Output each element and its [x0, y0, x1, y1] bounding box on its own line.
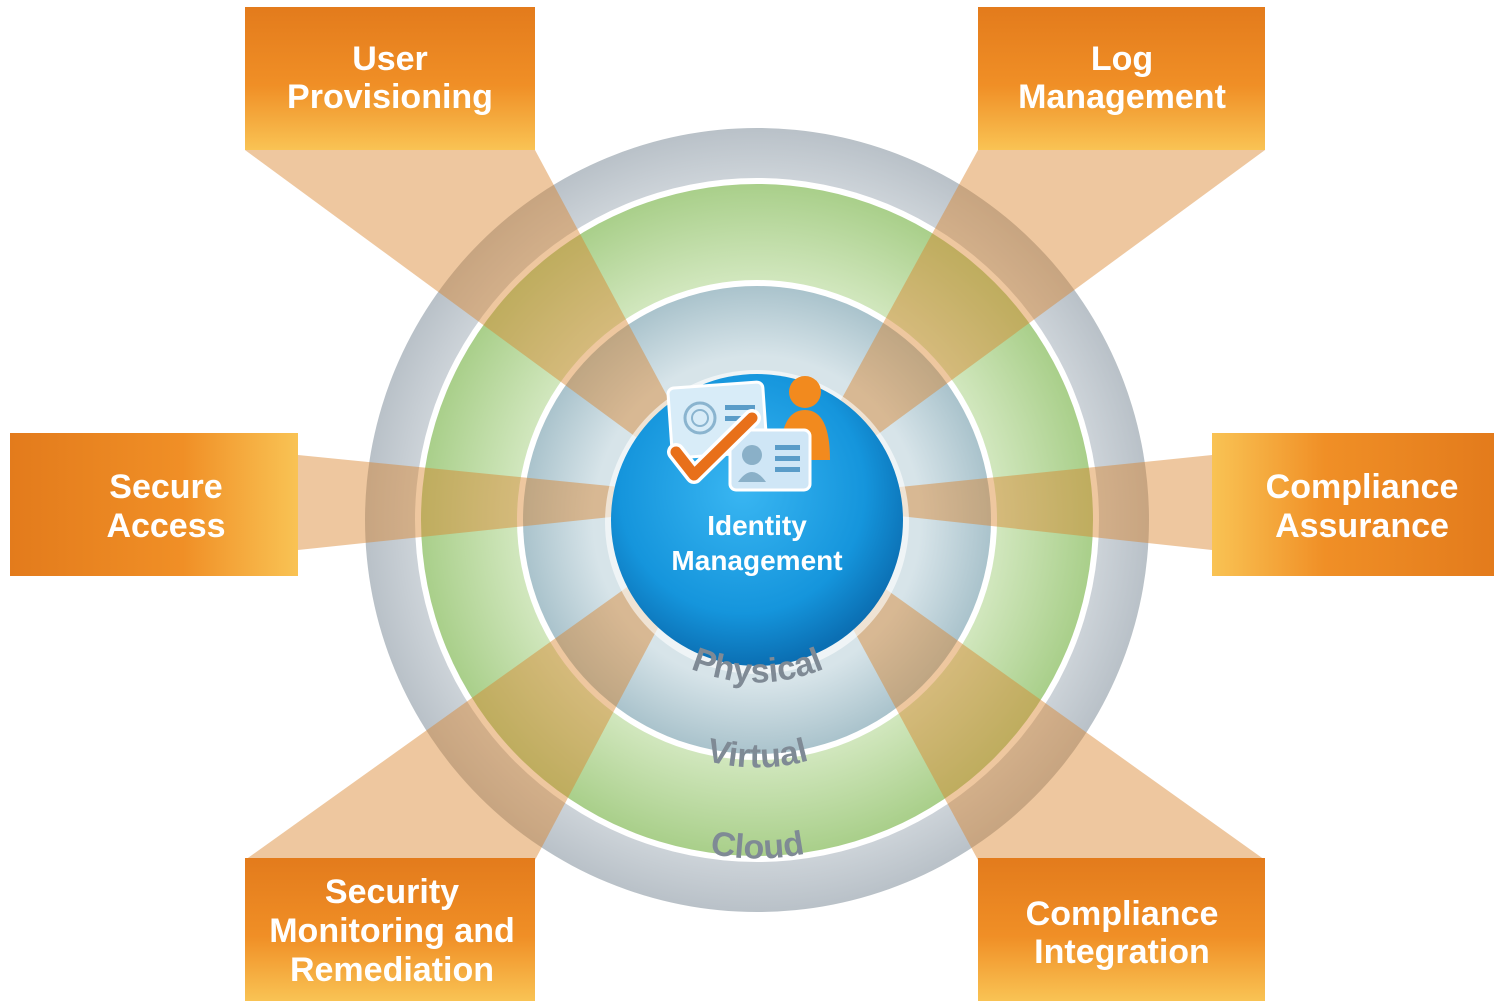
- connector-beams: [245, 150, 1265, 860]
- tile-label: Log: [1091, 40, 1153, 78]
- tile-log-management: Log Management: [978, 7, 1265, 150]
- tile-label: Integration: [1034, 933, 1210, 971]
- center-title-line1: Identity: [707, 510, 807, 541]
- beam-log-management: [830, 150, 1265, 440]
- tile-label: Compliance: [1266, 468, 1459, 506]
- tile-secure-access: Secure Access: [10, 433, 298, 576]
- tile-label: Monitoring and: [269, 912, 515, 950]
- beam-user-provisioning: [245, 150, 680, 440]
- beam-secure-access: [298, 455, 630, 550]
- tile-label: Assurance: [1275, 507, 1449, 545]
- tile-label: Provisioning: [287, 78, 493, 116]
- center-title-line2: Management: [671, 545, 842, 576]
- tile-label: Secure: [109, 468, 222, 506]
- tile-compliance-integration: Compliance Integration: [978, 858, 1265, 1001]
- ring-label-cloud: Cloud: [708, 824, 806, 866]
- beam-compliance-assurance: [890, 455, 1212, 550]
- tile-label: Compliance: [1026, 895, 1219, 933]
- tile-label: User: [352, 40, 428, 78]
- tile-security-monitoring: Security Monitoring and Remediation: [245, 858, 535, 1001]
- tile-user-provisioning: User Provisioning: [245, 7, 535, 150]
- tile-label: Security: [325, 873, 459, 911]
- identity-badge-check-icon: [666, 376, 830, 492]
- ring-label-virtual: Virtual: [704, 731, 812, 775]
- beam-compliance-integration: [840, 585, 1265, 860]
- tile-label: Access: [106, 507, 225, 545]
- tile-label: Remediation: [290, 951, 494, 989]
- tile-compliance-assurance: Compliance Assurance: [1212, 433, 1494, 576]
- beam-security-monitoring: [245, 585, 670, 860]
- tile-label: Management: [1018, 78, 1226, 116]
